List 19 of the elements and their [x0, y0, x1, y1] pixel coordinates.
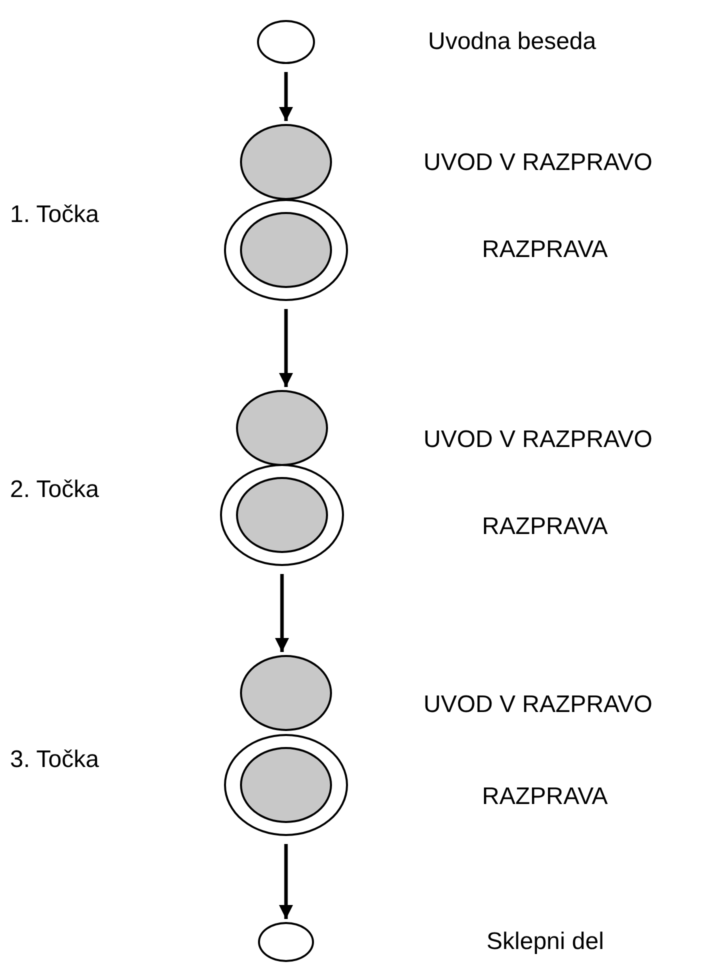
- section-label: 2. Točka: [10, 476, 99, 504]
- step-label: UVOD V RAZPRAVO: [424, 149, 652, 177]
- arrow: [279, 309, 293, 387]
- step-label: UVOD V RAZPRAVO: [424, 426, 652, 454]
- step-label: Uvodna beseda: [428, 28, 596, 56]
- arrow: [275, 574, 289, 652]
- step-label: RAZPRAVA: [482, 513, 608, 541]
- circle-node-filled: [236, 476, 328, 552]
- step-label: RAZPRAVA: [482, 783, 608, 811]
- circle-node-filled: [240, 212, 332, 288]
- step-label: Sklepni del: [486, 928, 604, 956]
- circle-node-filled: [240, 746, 332, 822]
- arrow: [279, 844, 293, 919]
- arrow: [279, 72, 293, 121]
- section-label: 3. Točka: [10, 746, 99, 774]
- step-label: UVOD V RAZPRAVO: [424, 691, 652, 719]
- section-label: 1. Točka: [10, 201, 99, 229]
- step-label: RAZPRAVA: [482, 236, 608, 264]
- circle-node: [258, 922, 314, 962]
